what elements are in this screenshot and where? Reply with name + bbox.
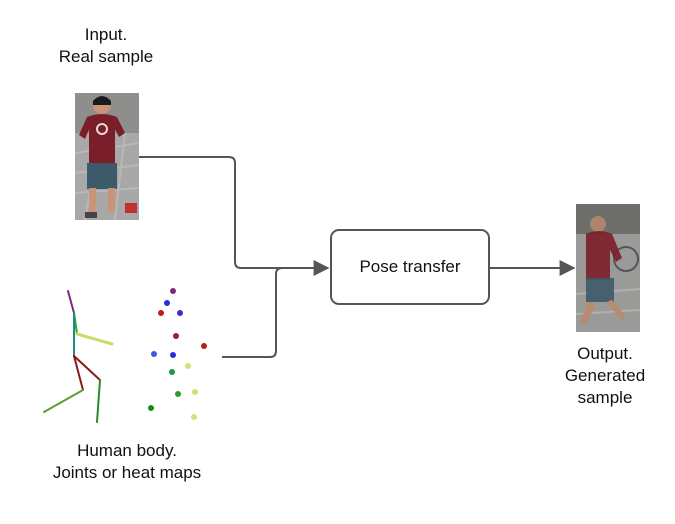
output-title: Output.	[577, 344, 633, 363]
input-connector	[139, 156, 330, 276]
output-subtitle-2: sample	[577, 388, 633, 407]
pose-transfer-label: Pose transfer	[359, 257, 461, 276]
generated-person-photo-icon	[576, 204, 640, 332]
body-title: Human body.	[77, 441, 177, 460]
input-title: Input.	[84, 25, 128, 44]
body-connector	[222, 267, 300, 358]
skeleton-joints-icon	[43, 290, 114, 423]
output-label: Output. Generated sample	[540, 343, 670, 409]
output-subtitle-1: Generated	[564, 366, 646, 385]
input-label: Input. Real sample	[36, 24, 176, 68]
real-person-photo-icon	[75, 93, 139, 220]
pose-transfer-box: Pose transfer	[330, 229, 490, 305]
heatmap-keypoints-icon	[148, 288, 207, 420]
input-subtitle: Real sample	[58, 47, 154, 66]
body-label: Human body. Joints or heat maps	[22, 440, 232, 484]
body-subtitle: Joints or heat maps	[52, 463, 202, 482]
